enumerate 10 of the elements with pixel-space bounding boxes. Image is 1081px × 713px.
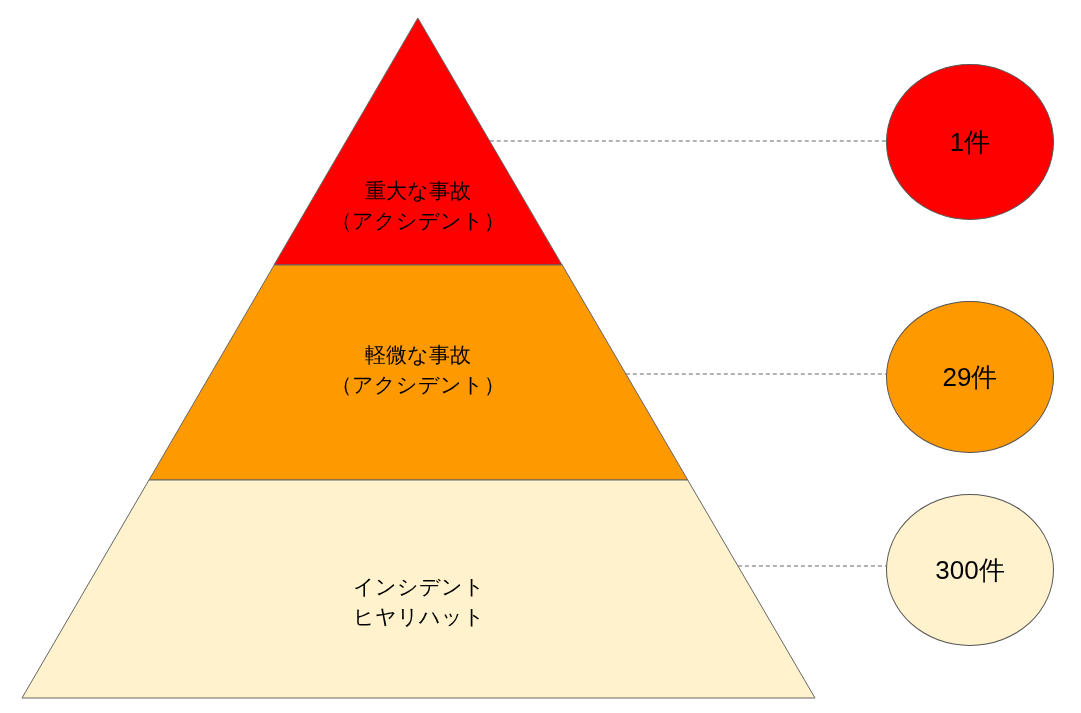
tier-label: 重大な事故（アクシデント）	[330, 178, 507, 234]
count-label: 1件	[949, 125, 991, 159]
dashed-connector	[625, 373, 887, 375]
dashed-connector	[489, 140, 887, 142]
tier-label: ヒヤリハット	[352, 604, 485, 630]
tier-label: インシデント	[352, 574, 485, 600]
count-label: 29件	[942, 360, 998, 394]
dashed-connector	[737, 565, 887, 567]
count-label: 300件	[935, 553, 1005, 587]
tier-label: 軽微な事故（アクシデント）	[330, 342, 507, 398]
